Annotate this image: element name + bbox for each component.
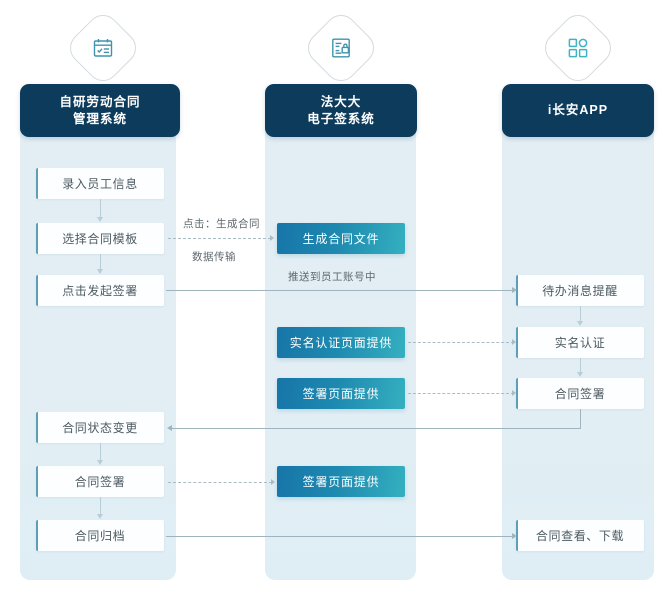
step-right-realname-auth[interactable]: 实名认证 xyxy=(516,327,644,358)
connector-archive-to-view xyxy=(166,536,514,537)
edge-label-click-generate-contract: 点击：生成合同 xyxy=(183,218,260,230)
step-mid-signing-page-provided-2[interactable]: 签署页面提供 xyxy=(277,466,405,497)
connector-left-1 xyxy=(100,199,101,218)
column-header-line1: 法大大 xyxy=(320,94,362,109)
connector-sign-to-status-vertical xyxy=(580,409,581,428)
step-mid-realname-auth-page[interactable]: 实名认证页面提供 xyxy=(277,327,405,358)
column-header-line2: 电子签系统 xyxy=(307,111,375,126)
app-grid-icon xyxy=(551,21,605,75)
connector-signpage-to-sign-arrow xyxy=(512,390,516,396)
connector-archive-to-view-arrow xyxy=(512,532,517,539)
step-right-contract-signing[interactable]: 合同签署 xyxy=(516,378,644,409)
connector-template-to-generate xyxy=(168,238,271,239)
connector-left-2 xyxy=(100,254,101,270)
column-header-i-changan-app[interactable]: i长安APP xyxy=(502,84,654,137)
badge-i-changan-app xyxy=(538,8,618,88)
step-mid-signing-page-provided-1[interactable]: 签署页面提供 xyxy=(277,378,405,409)
connector-initiate-to-todo-arrow xyxy=(512,286,517,293)
step-left-select-contract-template[interactable]: 选择合同模板 xyxy=(36,223,164,254)
connector-sign-to-status-arrow xyxy=(167,424,172,431)
step-right-contract-view-download[interactable]: 合同查看、下载 xyxy=(516,520,644,551)
step-left-click-initiate-signing[interactable]: 点击发起签署 xyxy=(36,275,164,306)
connector-right-1 xyxy=(580,306,581,322)
calendar-checklist-icon xyxy=(76,21,130,75)
connector-left-1-arrow xyxy=(96,217,103,222)
edge-label-push-to-employee-account: 推送到员工账号中 xyxy=(288,271,376,283)
step-left-contract-signing[interactable]: 合同签署 xyxy=(36,466,164,497)
connector-leftsign-to-signpage-arrow xyxy=(271,479,275,485)
connector-leftsign-to-signpage xyxy=(168,482,272,483)
step-left-contract-archive[interactable]: 合同归档 xyxy=(36,520,164,551)
connector-initiate-to-todo xyxy=(166,290,514,291)
connector-left-4-arrow xyxy=(96,514,103,519)
connector-sign-to-status-horizontal xyxy=(172,428,581,429)
column-header-self-developed-contract-system[interactable]: 自研劳动合同 管理系统 xyxy=(20,84,180,137)
connector-left-3 xyxy=(100,443,101,461)
connector-left-3-arrow xyxy=(96,460,103,465)
connector-authpage-to-auth xyxy=(408,342,514,343)
connector-template-to-generate-arrow xyxy=(270,235,274,241)
step-right-todo-message-reminder[interactable]: 待办消息提醒 xyxy=(516,275,644,306)
column-header-fadada-esign-system[interactable]: 法大大 电子签系统 xyxy=(265,84,417,137)
column-header-line1: 自研劳动合同 xyxy=(59,94,141,109)
badge-fadada-esign-system xyxy=(301,8,381,88)
connector-right-2-arrow xyxy=(576,372,583,377)
step-left-contract-status-change[interactable]: 合同状态变更 xyxy=(36,412,164,443)
column-header-line1: i长安APP xyxy=(547,103,609,117)
connector-authpage-to-auth-arrow xyxy=(512,339,516,345)
badge-self-developed-contract-system xyxy=(63,8,143,88)
connector-signpage-to-sign xyxy=(408,393,514,394)
edge-label-data-transfer: 数据传输 xyxy=(192,251,236,263)
connector-right-1-arrow xyxy=(576,321,583,326)
connector-left-4 xyxy=(100,497,101,515)
document-lock-icon xyxy=(314,21,368,75)
connector-right-2 xyxy=(580,358,581,373)
column-header-line2: 管理系统 xyxy=(72,111,127,126)
step-mid-generate-contract-file[interactable]: 生成合同文件 xyxy=(277,223,405,254)
step-left-enter-employee-info[interactable]: 录入员工信息 xyxy=(36,168,164,199)
connector-left-2-arrow xyxy=(96,269,103,274)
